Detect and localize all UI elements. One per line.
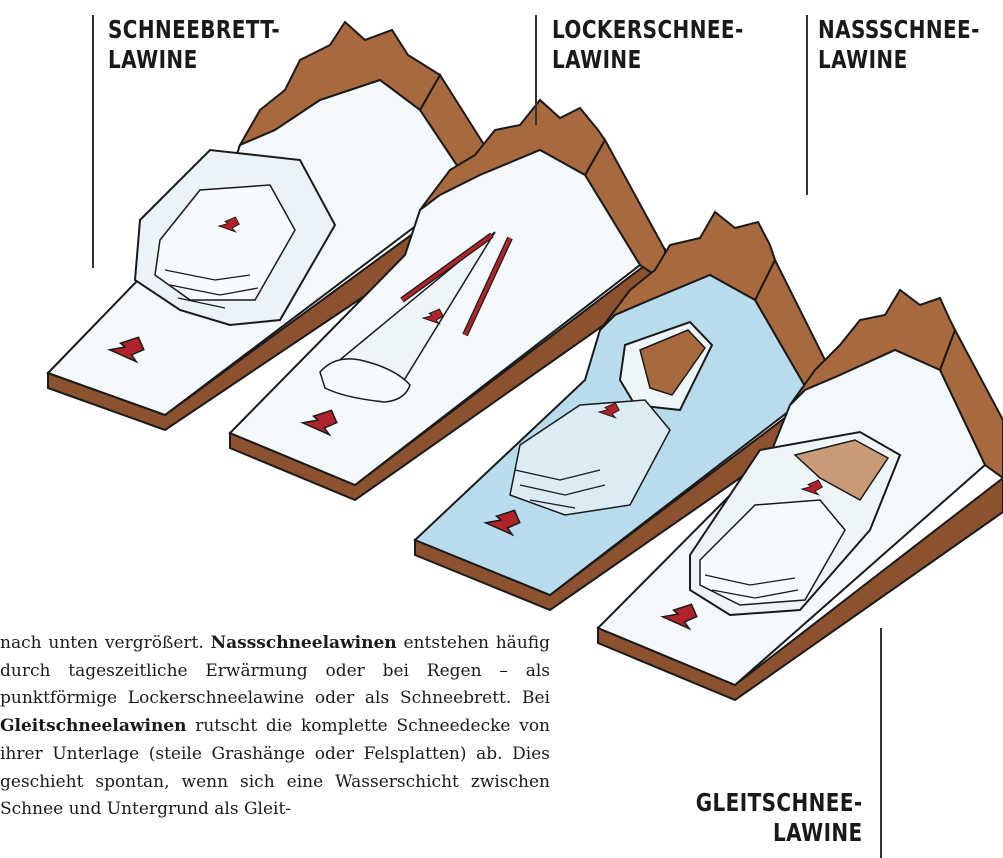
heading-nassschnee-line1: NASSSCHNEE- bbox=[818, 15, 980, 44]
heading-lockerschnee-line1: LOCKERSCHNEE- bbox=[552, 15, 744, 44]
heading-schneebrett: SCHNEEBRETT- LAWINE bbox=[108, 15, 280, 75]
rule-schneebrett bbox=[92, 15, 94, 268]
heading-gleitschnee: GLEITSCHNEE- LAWINE bbox=[696, 788, 863, 848]
body-text-1: nach unten vergrößert. bbox=[0, 633, 211, 653]
rule-lockerschnee bbox=[535, 15, 537, 125]
body-paragraph: nach unten vergrößert. Nassschneelawinen… bbox=[0, 630, 550, 824]
heading-schneebrett-line1: SCHNEEBRETT- bbox=[108, 15, 280, 44]
rule-nassschnee bbox=[806, 15, 808, 195]
heading-gleitschnee-line1: GLEITSCHNEE- bbox=[696, 788, 863, 817]
body-bold-gleitschnee: Gleitschneelawinen bbox=[0, 716, 186, 736]
heading-lockerschnee-line2: LAWINE bbox=[552, 45, 642, 74]
heading-nassschnee: NASSSCHNEE- LAWINE bbox=[818, 15, 980, 75]
rule-gleitschnee bbox=[880, 628, 882, 858]
heading-lockerschnee: LOCKERSCHNEE- LAWINE bbox=[552, 15, 744, 75]
body-bold-nassschnee: Nassschneelawinen bbox=[211, 633, 397, 653]
heading-gleitschnee-line2: LAWINE bbox=[773, 818, 863, 847]
heading-schneebrett-line2: LAWINE bbox=[108, 45, 198, 74]
heading-nassschnee-line2: LAWINE bbox=[818, 45, 908, 74]
